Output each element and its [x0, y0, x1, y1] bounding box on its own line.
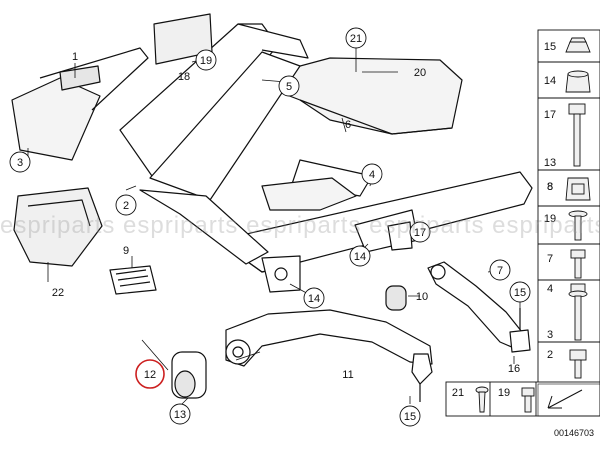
- callout-circle: [9, 151, 31, 173]
- legend-label: 4: [547, 283, 553, 295]
- hex-bolt-icon: [570, 249, 586, 279]
- callout-circle: [361, 163, 383, 185]
- callout-label: 16: [508, 363, 520, 375]
- legend-label: 8: [547, 181, 553, 193]
- callout-circle: [278, 75, 300, 97]
- callout-circle: [303, 287, 325, 309]
- callout-circle: [115, 194, 137, 216]
- callout-label: 13: [174, 409, 186, 421]
- callout-label: 19: [200, 55, 212, 67]
- direction-arrow-icon: [537, 383, 600, 417]
- callout-circle: [195, 49, 217, 71]
- callout-label: 10: [416, 291, 428, 303]
- callout-label: 20: [414, 67, 426, 79]
- callout-label: 14: [354, 251, 366, 263]
- legend-label: 19: [544, 213, 556, 225]
- callout-circle: [345, 27, 367, 49]
- subframe-drawing: [11, 13, 533, 407]
- socket-screw-icon: [569, 349, 587, 379]
- legend-label: 2: [547, 349, 553, 361]
- callout-circle: [349, 245, 371, 267]
- callout-label: 15: [404, 411, 416, 423]
- legend-label: 7: [547, 253, 553, 265]
- callout-label: 14: [308, 293, 320, 305]
- callout-circle: [399, 405, 421, 427]
- callout-label: 3: [17, 157, 23, 169]
- legend-label: 15: [544, 41, 556, 53]
- callout-label: 15: [514, 287, 526, 299]
- legend-label: 19: [498, 387, 510, 399]
- callout-label: 4: [369, 169, 375, 181]
- highlight-circle: [135, 359, 165, 389]
- callout-label: 2: [123, 200, 129, 212]
- callout-label: 11: [342, 369, 353, 381]
- callout-label: 9: [123, 245, 129, 257]
- hex-bolt-icon: [521, 387, 535, 413]
- legend-label: 13: [544, 157, 556, 169]
- callout-circle: [409, 221, 431, 243]
- bolt-with-washer-icon: [568, 283, 588, 341]
- callout-label: 18: [178, 71, 190, 83]
- callout-label: 17: [414, 227, 426, 239]
- callout-label: 8: [547, 181, 553, 193]
- clip-nut-icon: [565, 177, 591, 201]
- callout-label: 21: [350, 33, 362, 45]
- legend-label: 14: [544, 75, 556, 87]
- callout-label: 7: [497, 265, 503, 277]
- legend-label: 17: [544, 109, 556, 121]
- callouts: 1 2 3 4 5 6 7 8 9 10 11 12 13 14 14 15 1…: [9, 27, 553, 427]
- expanding-rivet-icon: [475, 386, 489, 413]
- flange-nut-icon: [565, 37, 591, 53]
- callout-circle: [489, 259, 511, 281]
- long-bolt-icon: [568, 103, 586, 167]
- callout-label: 22: [52, 287, 64, 299]
- callout-label-highlighted: 12: [144, 369, 156, 381]
- flanged-bolt-icon: [568, 210, 588, 241]
- callout-label: 1: [72, 51, 78, 63]
- callout-circle: [169, 403, 191, 425]
- collar-nut-icon: [565, 70, 591, 93]
- callout-circle: [509, 281, 531, 303]
- diagram-ref-number: 00146703: [554, 428, 594, 438]
- callout-label: 5: [286, 81, 292, 93]
- legend-labels: 15 14 17 13 8 19 7 4 3 2 21 19: [452, 41, 556, 399]
- legend-label: 3: [547, 329, 553, 341]
- legend-label: 21: [452, 387, 464, 399]
- callout-label: 6: [345, 119, 351, 131]
